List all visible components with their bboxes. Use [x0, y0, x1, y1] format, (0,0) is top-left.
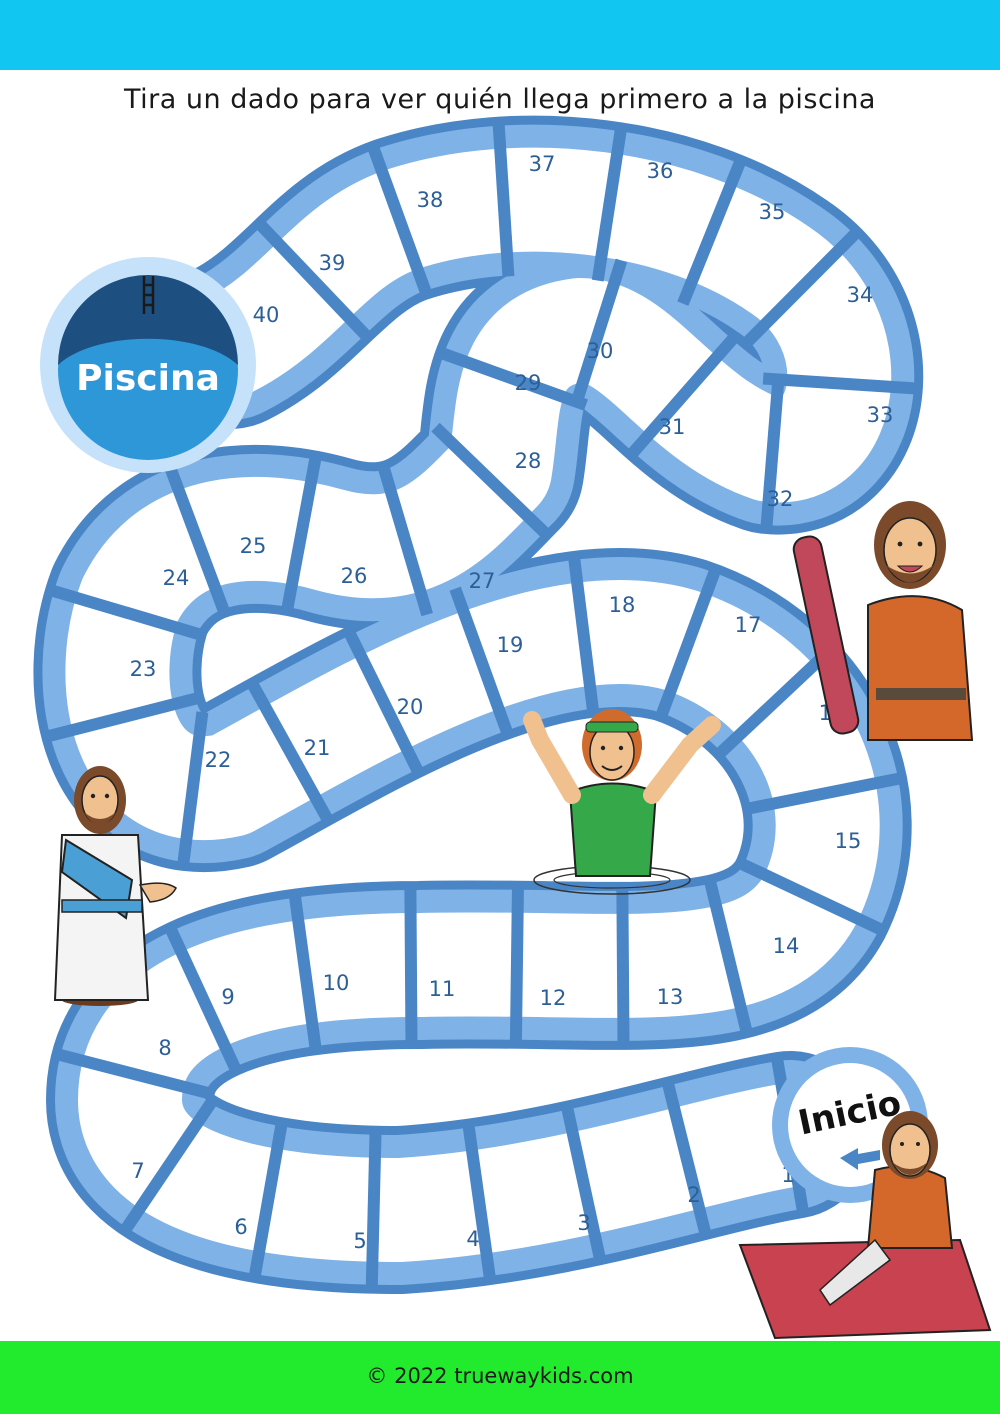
- square-divider: [716, 644, 836, 758]
- square-number-24: 24: [163, 566, 190, 590]
- square-divider: [164, 465, 230, 613]
- square-divider: [509, 888, 524, 1041]
- square-divider: [677, 160, 746, 306]
- square-number-3: 3: [577, 1211, 590, 1235]
- square-divider: [165, 927, 241, 1071]
- square-divider: [247, 682, 333, 822]
- square-number-40: 40: [253, 303, 280, 327]
- square-number-13: 13: [657, 985, 684, 1009]
- square-number-28: 28: [515, 449, 542, 473]
- square-divider: [561, 1107, 606, 1259]
- square-divider: [740, 858, 883, 935]
- sitting-man-figure: [738, 1111, 992, 1340]
- square-divider: [760, 374, 785, 527]
- square-number-34: 34: [847, 283, 874, 307]
- square-divider: [656, 569, 721, 717]
- square-number-23: 23: [130, 657, 157, 681]
- square-divider: [404, 888, 418, 1042]
- square-divider: [662, 1083, 711, 1234]
- square-numbers: 1234567891011121314151617181920212223242…: [130, 152, 894, 1253]
- start-arrow-icon: [840, 1148, 880, 1170]
- square-number-10: 10: [323, 971, 350, 995]
- square-divider: [591, 129, 627, 282]
- copyright-notice: © 2022 truewaykids.com: [366, 1364, 634, 1388]
- square-number-2: 2: [687, 1183, 700, 1207]
- square-divider: [51, 585, 201, 640]
- square-number-26: 26: [341, 564, 368, 588]
- square-divider: [281, 457, 322, 610]
- top-color-bar: [0, 0, 1000, 70]
- square-number-33: 33: [867, 403, 894, 427]
- square-number-39: 39: [319, 251, 346, 275]
- pool-ladder-icon: [142, 276, 155, 314]
- square-divider: [492, 124, 515, 277]
- square-divider: [368, 146, 432, 294]
- square-divider: [344, 631, 423, 773]
- square-number-38: 38: [417, 188, 444, 212]
- square-divider: [449, 586, 513, 734]
- square-divider: [177, 711, 209, 864]
- square-divider: [462, 1125, 496, 1278]
- square-number-18: 18: [609, 593, 636, 617]
- square-number-6: 6: [234, 1215, 247, 1239]
- square-divider: [249, 1124, 288, 1277]
- track-path-squares: [65, 147, 892, 1262]
- square-dividers: [47, 124, 916, 1286]
- square-divider: [58, 1048, 209, 1099]
- square-divider: [628, 334, 738, 458]
- square-number-9: 9: [221, 985, 234, 1009]
- square-number-20: 20: [397, 695, 424, 719]
- square-number-8: 8: [158, 1036, 171, 1060]
- square-number-14: 14: [773, 934, 800, 958]
- square-divider: [704, 881, 753, 1032]
- jesus-figure: [53, 766, 177, 1006]
- pool-water-top: [58, 275, 238, 365]
- page-instruction: Tira un dado para ver quién llega primer…: [124, 84, 876, 115]
- square-divider: [431, 422, 550, 538]
- pool-label: Piscina: [76, 358, 220, 399]
- square-number-22: 22: [205, 748, 232, 772]
- start-inner-circle: [788, 1063, 912, 1187]
- square-number-7: 7: [131, 1159, 144, 1183]
- square-number-30: 30: [587, 339, 614, 363]
- square-number-29: 29: [515, 371, 542, 395]
- square-divider: [289, 895, 322, 1048]
- square-divider: [616, 889, 630, 1042]
- bottom-color-bar: [0, 1341, 1000, 1414]
- square-number-36: 36: [647, 159, 674, 183]
- square-number-31: 31: [659, 415, 686, 439]
- square-number-32: 32: [767, 487, 794, 511]
- square-number-12: 12: [540, 986, 567, 1010]
- square-number-17: 17: [735, 613, 762, 637]
- square-number-19: 19: [497, 633, 524, 657]
- square-divider: [568, 558, 599, 711]
- square-number-21: 21: [304, 736, 331, 760]
- square-number-37: 37: [529, 152, 556, 176]
- square-divider: [748, 772, 901, 815]
- man-in-water-figure: [523, 709, 721, 895]
- square-divider: [378, 467, 433, 617]
- square-number-27: 27: [469, 569, 496, 593]
- square-divider: [569, 258, 628, 408]
- square-divider: [365, 1133, 382, 1286]
- man-with-mat-figure: [792, 501, 974, 741]
- board-track: 1234567891011121314151617181920212223242…: [33, 115, 924, 1294]
- square-divider: [762, 372, 916, 395]
- square-divider: [121, 1099, 217, 1232]
- pool-goal: Piscina: [40, 257, 256, 473]
- square-number-25: 25: [240, 534, 267, 558]
- square-number-4: 4: [466, 1227, 479, 1251]
- square-divider: [743, 229, 860, 346]
- square-divider: [440, 347, 588, 411]
- square-number-35: 35: [759, 200, 786, 224]
- square-number-11: 11: [429, 977, 456, 1001]
- square-number-15: 15: [835, 829, 862, 853]
- square-number-5: 5: [353, 1229, 366, 1253]
- square-divider: [256, 221, 371, 340]
- square-divider: [47, 692, 198, 742]
